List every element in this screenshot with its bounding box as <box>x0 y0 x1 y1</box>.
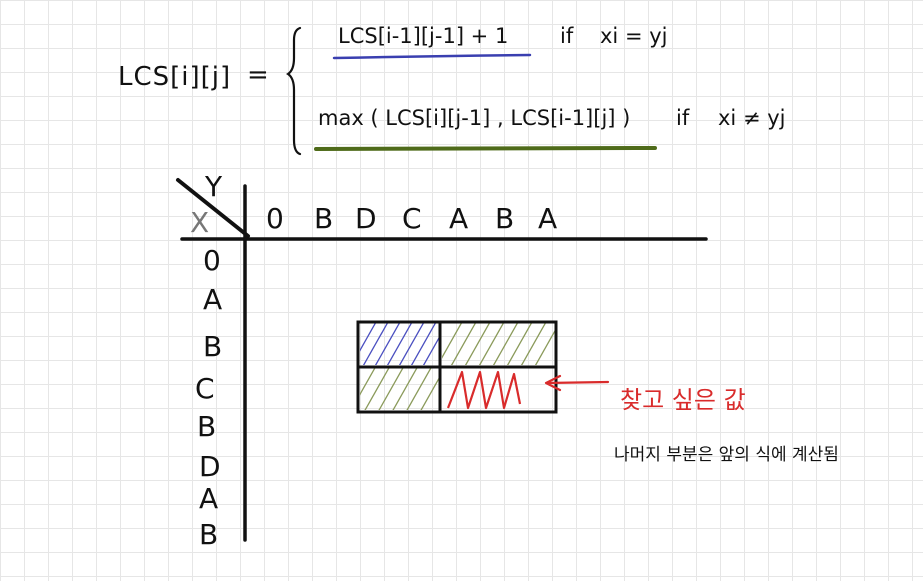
hatch-top-right <box>442 323 555 365</box>
row-header: C <box>195 372 215 405</box>
col-header: B <box>314 202 334 235</box>
hatch-top-left <box>360 323 439 365</box>
target-value-label: 찾고 싶은 값 <box>620 386 746 414</box>
case1-underline <box>332 53 532 60</box>
case2-if-keyword: if <box>676 106 690 130</box>
row-header: B <box>197 410 217 443</box>
row-header: A <box>203 283 223 316</box>
formula-lhs: LCS[i][j] <box>118 62 232 92</box>
row-header: D <box>199 450 221 483</box>
diagonal-divider <box>176 178 250 238</box>
col-header: B <box>495 202 515 235</box>
col-header: A <box>449 202 469 235</box>
col-header: D <box>355 202 377 235</box>
case1-expression: LCS[i-1][j-1] + 1 <box>338 24 509 48</box>
case2-expression: max ( LCS[i][j-1] , LCS[i-1][j] ) <box>318 106 631 130</box>
remaining-note: 나머지 부분은 앞의 식에 계산됨 <box>614 445 839 465</box>
row-header: A <box>199 482 219 515</box>
x-axis-label: X <box>190 206 210 239</box>
y-axis-label: Y <box>205 170 223 203</box>
case2-condition: xi ≠ yj <box>718 106 786 130</box>
col-header: 0 <box>266 202 284 235</box>
col-header: A <box>538 202 558 235</box>
col-header: C <box>402 202 422 235</box>
hatch-bottom-left <box>360 368 439 410</box>
target-arrow <box>544 374 610 392</box>
formula-equals: = <box>247 60 270 90</box>
row-header: B <box>203 330 223 363</box>
case2-underline <box>314 146 657 151</box>
curly-brace <box>286 26 302 156</box>
hatch-bottom-right-target <box>446 370 522 410</box>
row-header: 0 <box>203 244 221 277</box>
case1-condition: xi = yj <box>600 24 668 48</box>
case1-if-keyword: if <box>560 24 574 48</box>
row-header: B <box>199 518 219 551</box>
